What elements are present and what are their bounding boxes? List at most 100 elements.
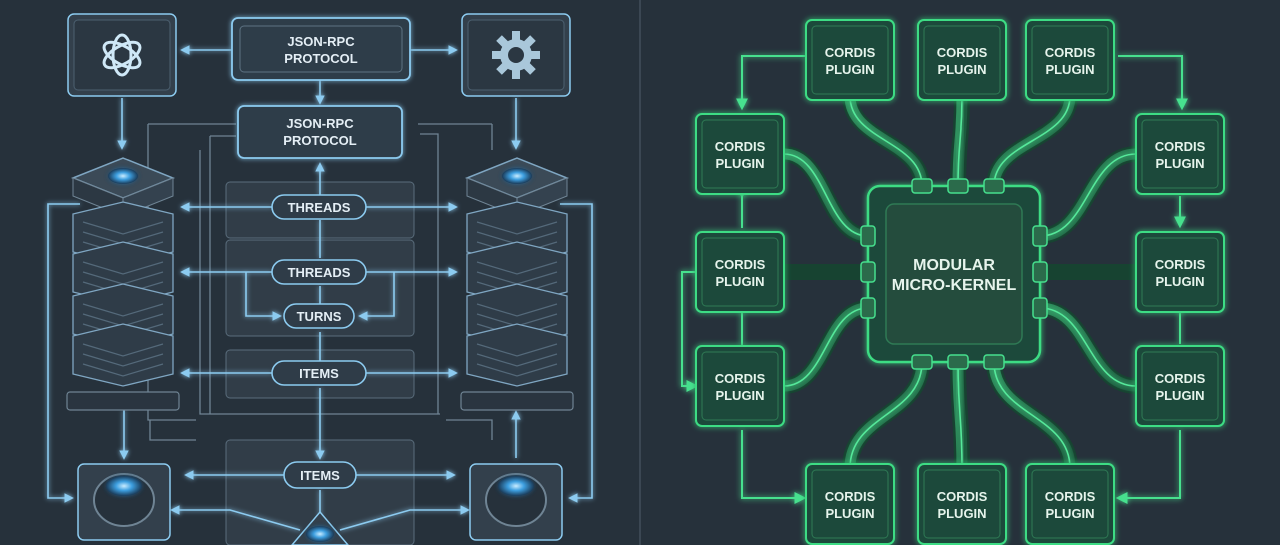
stack-layer (72, 323, 174, 387)
plugin-label-line2: PLUGIN (1155, 388, 1204, 403)
threads-pill-1: THREADS (271, 194, 367, 220)
cordis-plugin-node: CORDIS PLUGIN (695, 345, 785, 427)
kernel-port (1032, 225, 1048, 247)
protocol-mid-line1: JSON-RPC (286, 116, 354, 131)
openai-knot-icon-box (67, 13, 177, 97)
kernel-port (860, 261, 876, 283)
json-rpc-protocol-top: JSON-RPC PROTOCOL (231, 17, 411, 81)
plugin-label-line2: PLUGIN (1045, 506, 1094, 521)
plugin-label-line1: CORDIS (715, 371, 766, 386)
kernel-port (860, 297, 876, 319)
stack-top-cap (464, 157, 570, 217)
plugin-label-line1: CORDIS (825, 489, 876, 504)
plugin-pipe (776, 300, 876, 394)
cordis-plugin-node: CORDIS PLUGIN (805, 19, 895, 101)
kernel-port (860, 225, 876, 247)
inner-frame-lines (209, 133, 439, 414)
threads-label-2: THREADS (288, 265, 351, 280)
kernel-port (1032, 261, 1048, 283)
sensor-puck-right (469, 463, 563, 541)
plugin-pipe (1032, 300, 1144, 394)
cordis-plugin-node: CORDIS PLUGIN (1135, 345, 1225, 427)
plugin-label-line1: CORDIS (715, 257, 766, 272)
cordis-plugin-node: CORDIS PLUGIN (1135, 113, 1225, 195)
frame-lines (147, 123, 493, 441)
kernel-port (911, 178, 933, 194)
left-panel-protocol-diagram: JSON-RPC PROTOCOL JSON-RPC PROTOCOL THRE… (47, 13, 593, 545)
plugin-label-line1: CORDIS (937, 45, 988, 60)
json-rpc-protocol-mid: JSON-RPC PROTOCOL (237, 105, 403, 159)
items-label-1: ITEMS (299, 366, 339, 381)
plugin-label-line2: PLUGIN (937, 506, 986, 521)
stack-layer (466, 323, 568, 387)
cordis-plugin-node: CORDIS PLUGIN (1025, 19, 1115, 101)
sensor-puck-left (77, 463, 171, 541)
gear-icon (492, 31, 540, 79)
plugin-label-line1: CORDIS (715, 139, 766, 154)
threads-label-1: THREADS (288, 200, 351, 215)
kernel-port (911, 354, 933, 370)
right-panel-microkernel-diagram: MODULAR MICRO-KERNEL CORDIS PLUGIN CORDIS P… (681, 19, 1225, 545)
cordis-plugin-node: CORDIS PLUGIN (1025, 463, 1115, 545)
plugin-label-line1: CORDIS (1045, 489, 1096, 504)
stack-layer (72, 241, 174, 305)
plugin-pipe (986, 88, 1078, 194)
plugin-label-line2: PLUGIN (1045, 62, 1094, 77)
protocol-mid-line2: PROTOCOL (283, 133, 356, 148)
server-stack-left (66, 157, 180, 411)
kernel-port (947, 178, 969, 194)
plugin-label-line2: PLUGIN (937, 62, 986, 77)
plugin-label-line1: CORDIS (825, 45, 876, 60)
items-pill-2: ITEMS (283, 461, 357, 489)
plugin-label-line2: PLUGIN (1155, 274, 1204, 289)
openai-knot-icon (102, 33, 142, 77)
plugin-label-line2: PLUGIN (715, 274, 764, 289)
plugin-ring-arrows (681, 55, 1188, 504)
plugin-label-line1: CORDIS (1155, 257, 1206, 272)
kernel-port (947, 354, 969, 370)
protocol-top-line2: PROTOCOL (284, 51, 357, 66)
cordis-plugin-node: CORDIS PLUGIN (695, 113, 785, 195)
plugin-label-line2: PLUGIN (825, 506, 874, 521)
plugin-pipe (950, 354, 970, 476)
plugin-nodes: CORDISPLUGINCORDISPLUGINCORDISPLUGINCORD… (695, 19, 1225, 545)
plugin-label-line2: PLUGIN (715, 156, 764, 171)
cordis-plugin-node: CORDIS PLUGIN (805, 463, 895, 545)
plugin-pipe (776, 146, 876, 244)
server-stack-right (460, 157, 574, 411)
stack-base (460, 391, 574, 411)
plugin-pipes (776, 88, 1144, 476)
kernel-port (983, 354, 1005, 370)
items-pill-1: ITEMS (271, 360, 367, 386)
items-label-2: ITEMS (300, 468, 340, 483)
plugin-label-line1: CORDIS (937, 489, 988, 504)
plugin-label-line1: CORDIS (1155, 139, 1206, 154)
plugin-label-line2: PLUGIN (715, 388, 764, 403)
stack-layer (466, 241, 568, 305)
turns-pill: TURNS (283, 303, 355, 329)
plugin-pipe (842, 354, 930, 476)
left-connectors (47, 45, 593, 531)
kernel-label-line1: MODULAR (913, 257, 995, 274)
turns-label: TURNS (297, 309, 342, 324)
kernel-port (983, 178, 1005, 194)
kernel-ports (860, 178, 1048, 370)
kernel-port (1032, 297, 1048, 319)
plugin-label-line2: PLUGIN (825, 62, 874, 77)
plugin-pipe (950, 88, 970, 194)
protocol-top-line1: JSON-RPC (287, 34, 355, 49)
kernel-label-line2: MICRO-KERNEL (892, 277, 1017, 294)
plugin-label-line1: CORDIS (1045, 45, 1096, 60)
micro-kernel: MODULAR MICRO-KERNEL (866, 184, 1042, 364)
sensor-puck-bottom-center (291, 510, 349, 545)
cordis-plugin-node: CORDIS PLUGIN (1135, 231, 1225, 313)
gear-icon-box (461, 13, 571, 97)
plugin-label-line2: PLUGIN (1155, 156, 1204, 171)
cordis-plugin-node: CORDIS PLUGIN (917, 463, 1007, 545)
plugin-pipe (986, 354, 1078, 476)
plugin-label-line1: CORDIS (1155, 371, 1206, 386)
threads-pill-2: THREADS (271, 259, 367, 285)
stack-base (66, 391, 180, 411)
plugin-pipe (1032, 146, 1144, 244)
